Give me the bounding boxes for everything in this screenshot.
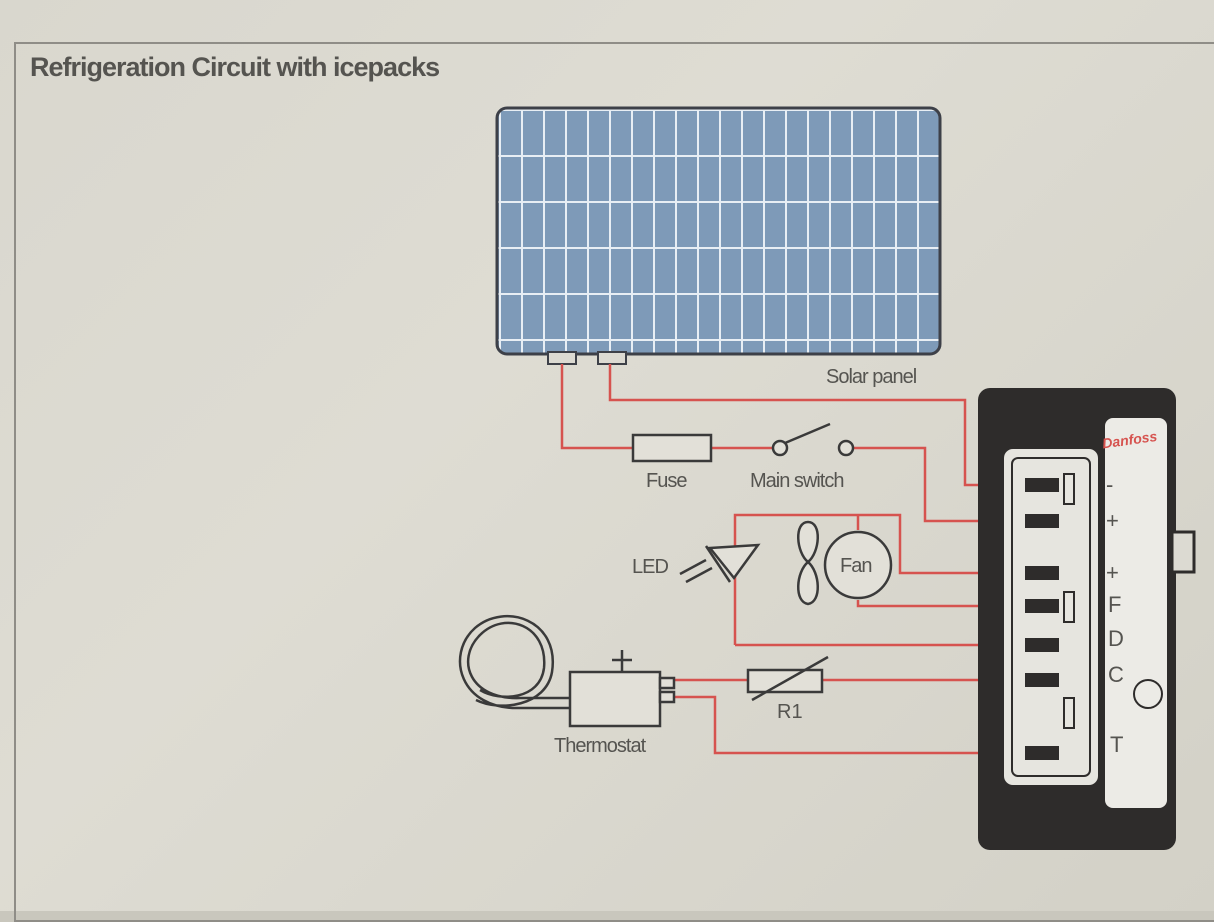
terminal-label-neg: - bbox=[1106, 472, 1113, 497]
terminal-label-t: T bbox=[1110, 732, 1123, 757]
thermostat bbox=[458, 614, 676, 728]
main-switch-label: Main switch bbox=[750, 470, 843, 492]
terminal-label-f: F bbox=[1108, 592, 1121, 617]
terminal-label-pos-fan: + bbox=[1106, 560, 1119, 585]
solar-panel bbox=[495, 106, 942, 365]
terminal-label-c: C bbox=[1108, 662, 1124, 687]
resistor-r1 bbox=[746, 655, 829, 702]
brand-logo: Danfoss bbox=[1101, 428, 1158, 452]
led-label: LED bbox=[632, 556, 668, 578]
terminal-label-pos: + bbox=[1106, 508, 1119, 533]
fan-icon bbox=[797, 520, 893, 606]
fuse-label: Fuse bbox=[646, 470, 687, 492]
led bbox=[679, 543, 761, 584]
diagram-title: Refrigeration Circuit with icepacks bbox=[30, 52, 440, 82]
fan-label: Fan bbox=[840, 555, 871, 577]
terminal-label-d: D bbox=[1108, 626, 1124, 651]
thermostat-label: Thermostat bbox=[554, 735, 647, 757]
fuse bbox=[631, 433, 713, 463]
solar-panel-label: Solar panel bbox=[826, 366, 917, 388]
r1-label: R1 bbox=[777, 701, 803, 723]
main-switch bbox=[771, 422, 855, 457]
controller-unit bbox=[978, 388, 1196, 850]
terminal-labels: - + + F D C T bbox=[1106, 472, 1124, 757]
